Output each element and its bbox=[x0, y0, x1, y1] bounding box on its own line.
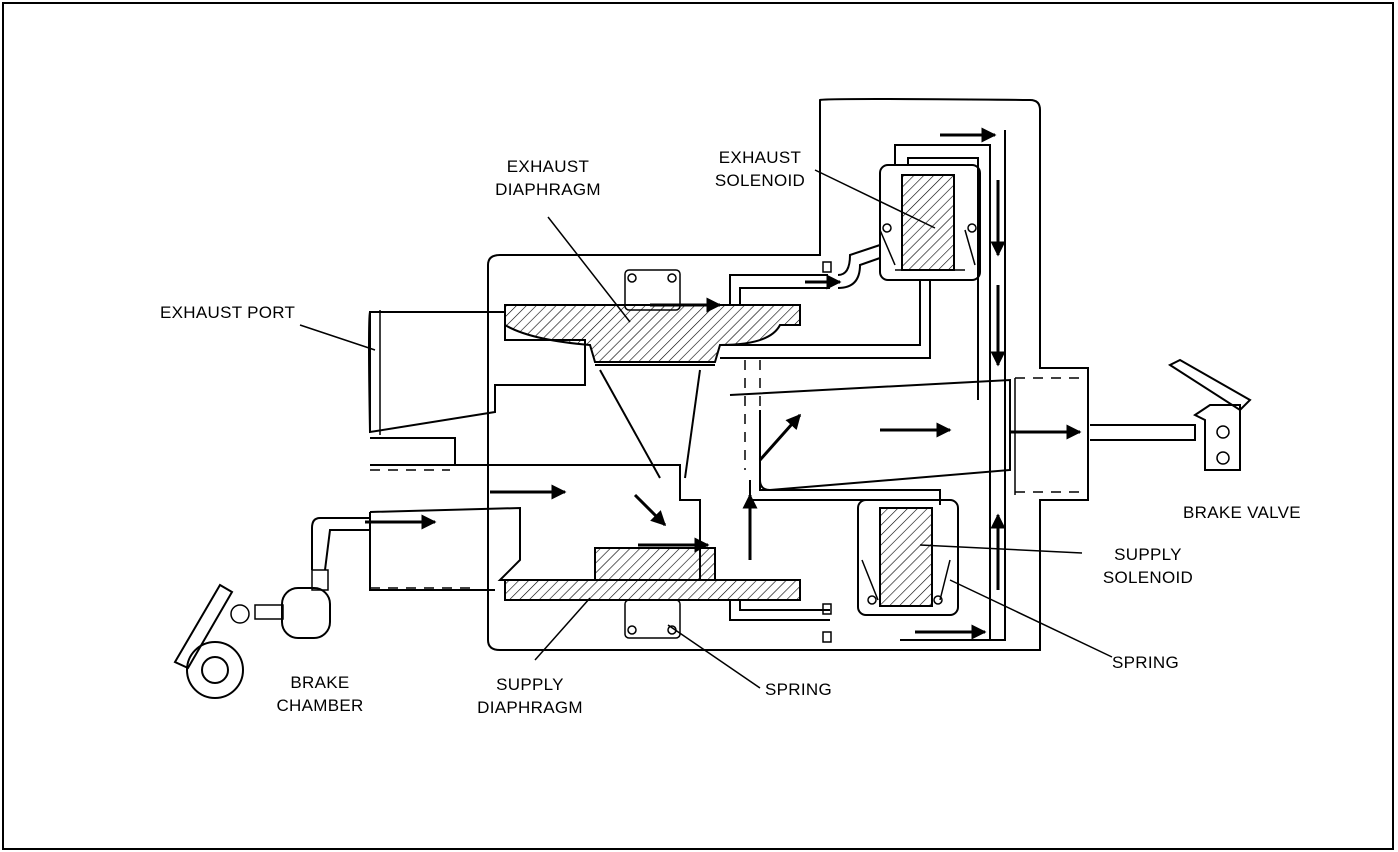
supply-solenoid bbox=[857, 499, 959, 616]
labels: EXHAUST DIAPHRAGM EXHAUST SOLENOID EXHAU… bbox=[160, 148, 1301, 717]
label-supply-diaphragm-1: SUPPLY bbox=[496, 675, 564, 694]
exhaust-diaphragm bbox=[504, 269, 801, 479]
label-brake-chamber-1: BRAKE bbox=[290, 673, 349, 692]
brake-valve-drawing bbox=[1090, 358, 1252, 471]
label-brake-chamber-2: CHAMBER bbox=[276, 696, 363, 715]
label-supply-diaphragm-2: DIAPHRAGM bbox=[477, 698, 583, 717]
label-spring-right: SPRING bbox=[1112, 653, 1179, 672]
brake-chamber-drawing bbox=[173, 517, 370, 699]
label-supply-solenoid-1: SUPPLY bbox=[1114, 545, 1182, 564]
leader-lines bbox=[299, 169, 1113, 689]
label-supply-solenoid-2: SOLENOID bbox=[1103, 568, 1193, 587]
exhaust-solenoid bbox=[879, 164, 981, 281]
label-brake-valve: BRAKE VALVE bbox=[1183, 503, 1301, 522]
label-exhaust-diaphragm-2: DIAPHRAGM bbox=[495, 180, 601, 199]
label-spring-bottom: SPRING bbox=[765, 680, 832, 699]
label-exhaust-solenoid-1: EXHAUST bbox=[719, 148, 801, 167]
label-exhaust-port: EXHAUST PORT bbox=[160, 303, 295, 322]
supply-diaphragm bbox=[504, 547, 801, 639]
label-exhaust-solenoid-2: SOLENOID bbox=[715, 171, 805, 190]
label-exhaust-diaphragm-1: EXHAUST bbox=[507, 157, 589, 176]
flow-arrows bbox=[365, 127, 1082, 640]
air-passages bbox=[720, 130, 1006, 643]
valve-body bbox=[368, 98, 1089, 651]
